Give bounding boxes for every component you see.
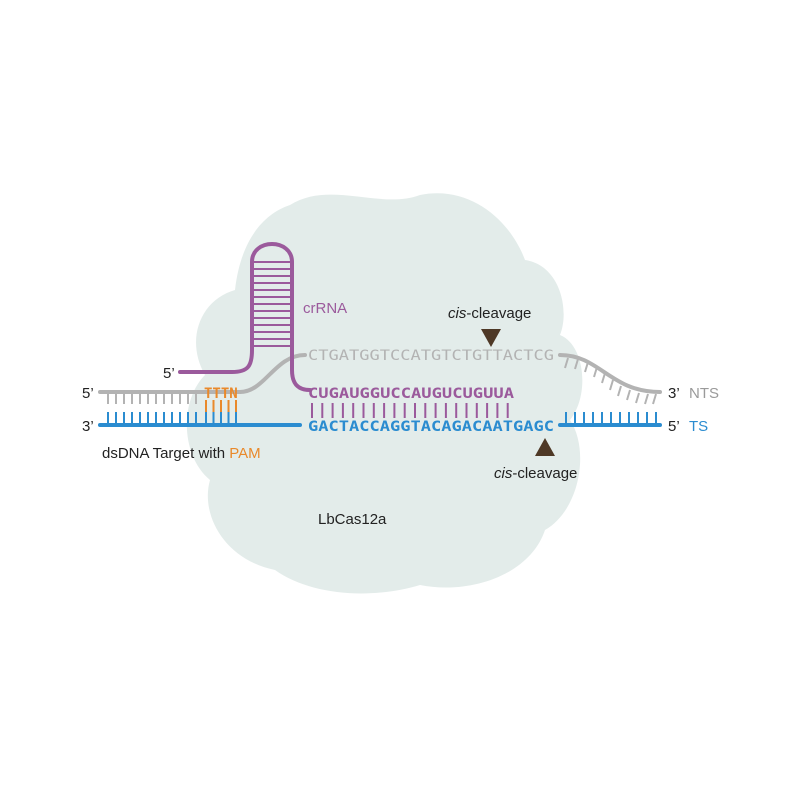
nts-base-tick	[635, 392, 640, 404]
lbcas12a-protein-blob	[186, 193, 583, 594]
ts-left-end-label: 3’	[82, 418, 94, 435]
nts-displaced-strand-right	[558, 353, 662, 394]
crrna-spacer-sequence: CUGAUGGUCCAUGUCUGUUA	[308, 386, 515, 402]
ts-cleavage-label: cis-cleavage	[494, 465, 577, 482]
nts-base-tick	[644, 393, 649, 405]
ts-cleavage-italic: cis	[494, 465, 513, 482]
crrna-label: crRNA	[303, 300, 347, 317]
protein-label: LbCas12a	[318, 511, 387, 528]
nts-displaced-strand-left	[238, 353, 307, 394]
crrna-ts-base-pairs	[311, 403, 509, 418]
nts-cleavage-arrow	[481, 329, 501, 347]
nts-base-tick	[564, 357, 569, 369]
nts-name-label: NTS	[689, 385, 719, 402]
nts-cleavage-rest: -cleavage	[466, 305, 531, 322]
nts-base-tick	[609, 379, 614, 391]
target-caption: dsDNA Target with PAM	[102, 445, 261, 462]
nts-base-tick	[584, 361, 589, 373]
ts-right-end-label: 5’	[668, 418, 680, 435]
nts-cleavage-label: cis-cleavage	[448, 305, 531, 322]
nts-left-end-label: 5’	[82, 385, 94, 402]
nts-base-tick	[601, 372, 606, 384]
nts-base-tick	[574, 358, 579, 370]
ts-strand	[98, 412, 662, 427]
pam-sequence: TTTN	[204, 386, 238, 402]
nts-base-tick	[617, 385, 622, 397]
target-caption-prefix: dsDNA Target with	[102, 445, 229, 462]
nts-sequence: CTGATGGTCCATGTCTGTTACTCG	[308, 348, 554, 364]
nts-right-end-label: 3’	[668, 385, 680, 402]
ts-sequence: GACTACCAGGTACAGACAATGAGC	[308, 419, 554, 435]
ts-cleavage-arrow	[535, 438, 555, 456]
nts-base-tick	[652, 393, 657, 405]
target-caption-pam: PAM	[229, 445, 260, 462]
pam-base-pairs	[205, 400, 237, 412]
nts-base-tick	[593, 366, 598, 378]
ts-name-label: TS	[689, 418, 708, 435]
nts-right-ticks	[564, 357, 657, 405]
nts-left-strand	[98, 390, 242, 404]
crrna-five-prime-label: 5’	[163, 365, 175, 382]
nts-cleavage-italic: cis	[448, 305, 467, 322]
crrna-hairpin	[178, 242, 312, 392]
nts-base-tick	[626, 389, 631, 401]
ts-cleavage-rest: -cleavage	[512, 465, 577, 482]
